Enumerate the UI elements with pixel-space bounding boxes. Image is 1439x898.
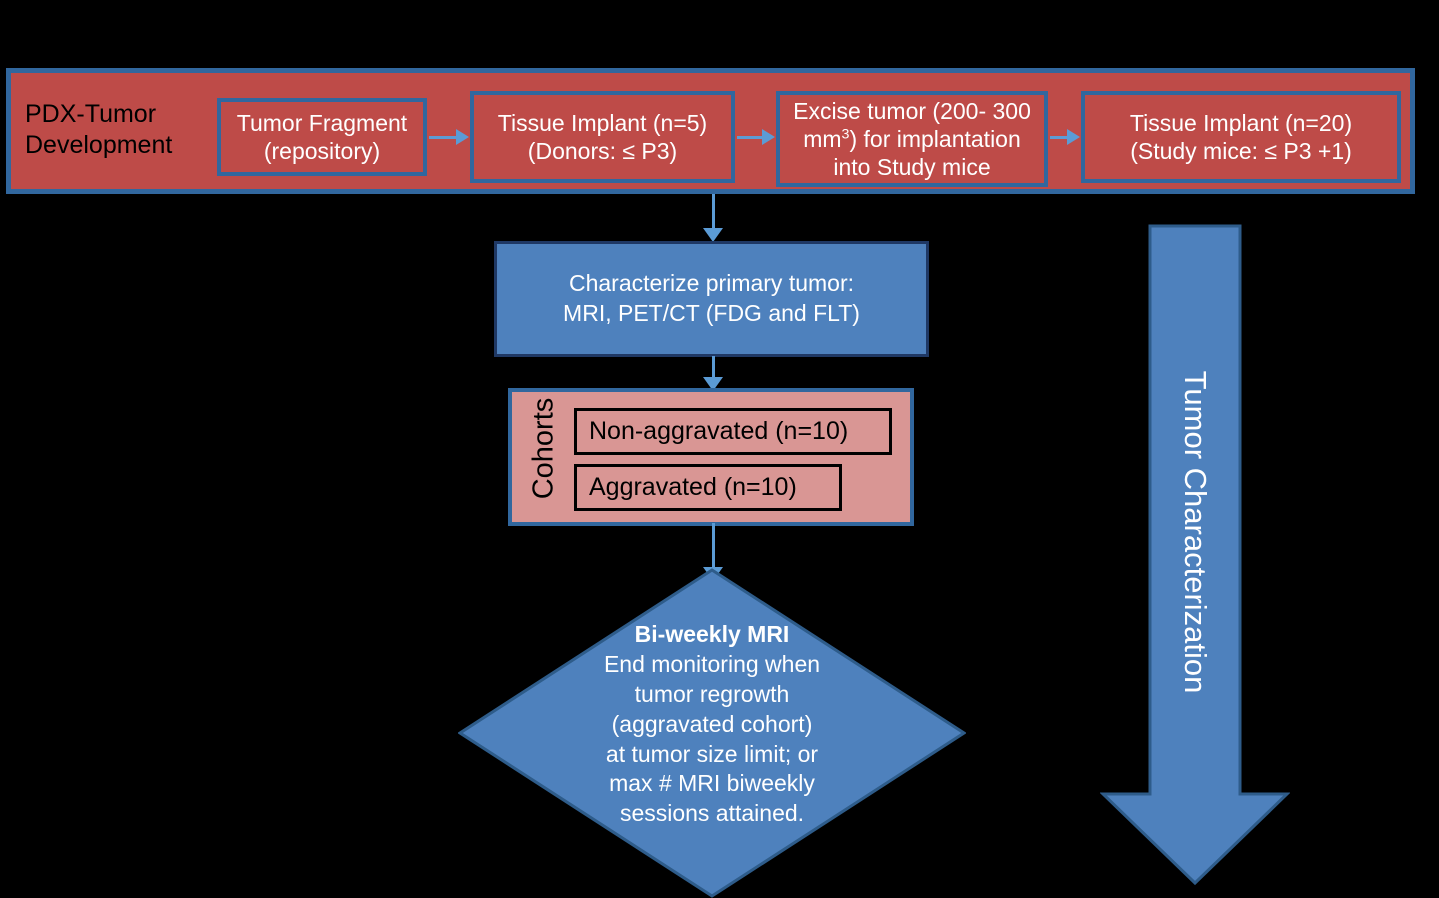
step1-line1: Tumor Fragment	[236, 109, 408, 136]
diamond-shape-icon	[458, 568, 966, 898]
arrow-shaft	[711, 356, 715, 377]
connector-arrow-right-2	[737, 129, 775, 145]
characterize-line1: Characterize primary tumor:	[568, 270, 855, 297]
arrow-head-down-icon	[703, 377, 723, 391]
arrow-shaft	[711, 523, 715, 567]
step3-line2-post: ) for implantation	[849, 125, 1021, 152]
banner-label: PDX-Tumor Development	[25, 100, 173, 159]
step3-line3: into Study mice	[833, 154, 991, 181]
arrow-shaft	[1050, 135, 1067, 139]
characterize-line2: MRI, PET/CT (FDG and FLT)	[563, 300, 860, 326]
cohort-item-label: Non-aggravated (n=10)	[589, 417, 849, 445]
step2-line1: Tissue Implant (n=5)	[497, 109, 708, 136]
cohorts-box: Cohorts Non-aggravated (n=10) Aggravated…	[508, 388, 914, 526]
step3-line1: Excise tumor (200- 300	[793, 97, 1031, 124]
step2-line2: (Donors: ≤ P3)	[527, 138, 678, 164]
characterize-primary-tumor-box[interactable]: Characterize primary tumor: MRI, PET/CT …	[494, 241, 929, 357]
connector-arrow-down-2	[703, 356, 723, 391]
decision-diamond[interactable]: Bi-weekly MRI End monitoring when tumor …	[458, 568, 966, 898]
arrow-head-down-icon	[703, 228, 723, 242]
arrow-shaft	[711, 194, 715, 228]
cohort-item-non-aggravated[interactable]: Non-aggravated (n=10)	[574, 408, 892, 455]
step-box-tumor-fragment[interactable]: Tumor Fragment (repository)	[217, 98, 427, 176]
arrow-head-right-icon	[456, 129, 469, 145]
arrow-head-right-icon	[762, 129, 775, 145]
step-box-excise-tumor[interactable]: Excise tumor (200- 300 mm3) for implanta…	[776, 91, 1048, 187]
tumor-characterization-arrow[interactable]: Tumor Characterization	[1100, 224, 1290, 886]
arrow-shaft	[429, 135, 456, 139]
arrow-head-right-icon	[1067, 129, 1080, 145]
step1-line2: (repository)	[263, 138, 381, 164]
step4-line1: Tissue Implant (n=20)	[1129, 109, 1353, 136]
cohorts-label: Cohorts	[527, 397, 560, 500]
connector-arrow-down-1	[703, 194, 723, 242]
step3-superscript: 3	[841, 126, 850, 143]
step-box-tissue-implant-donors[interactable]: Tissue Implant (n=5) (Donors: ≤ P3)	[470, 91, 735, 183]
connector-arrow-right-3	[1050, 129, 1080, 145]
arrow-shaft	[737, 135, 762, 139]
down-arrow-shape-icon	[1100, 224, 1290, 886]
pdx-tumor-development-banner: PDX-Tumor Development Tumor Fragment (re…	[6, 68, 1415, 194]
step-box-tissue-implant-study-mice[interactable]: Tissue Implant (n=20) (Study mice: ≤ P3 …	[1081, 91, 1401, 183]
connector-arrow-right-1	[429, 129, 469, 145]
cohort-item-aggravated[interactable]: Aggravated (n=10)	[574, 464, 842, 511]
step3-line2-pre: mm	[803, 125, 842, 152]
cohort-item-label: Aggravated (n=10)	[589, 473, 797, 501]
step4-line2: (Study mice: ≤ P3 +1)	[1130, 138, 1352, 164]
